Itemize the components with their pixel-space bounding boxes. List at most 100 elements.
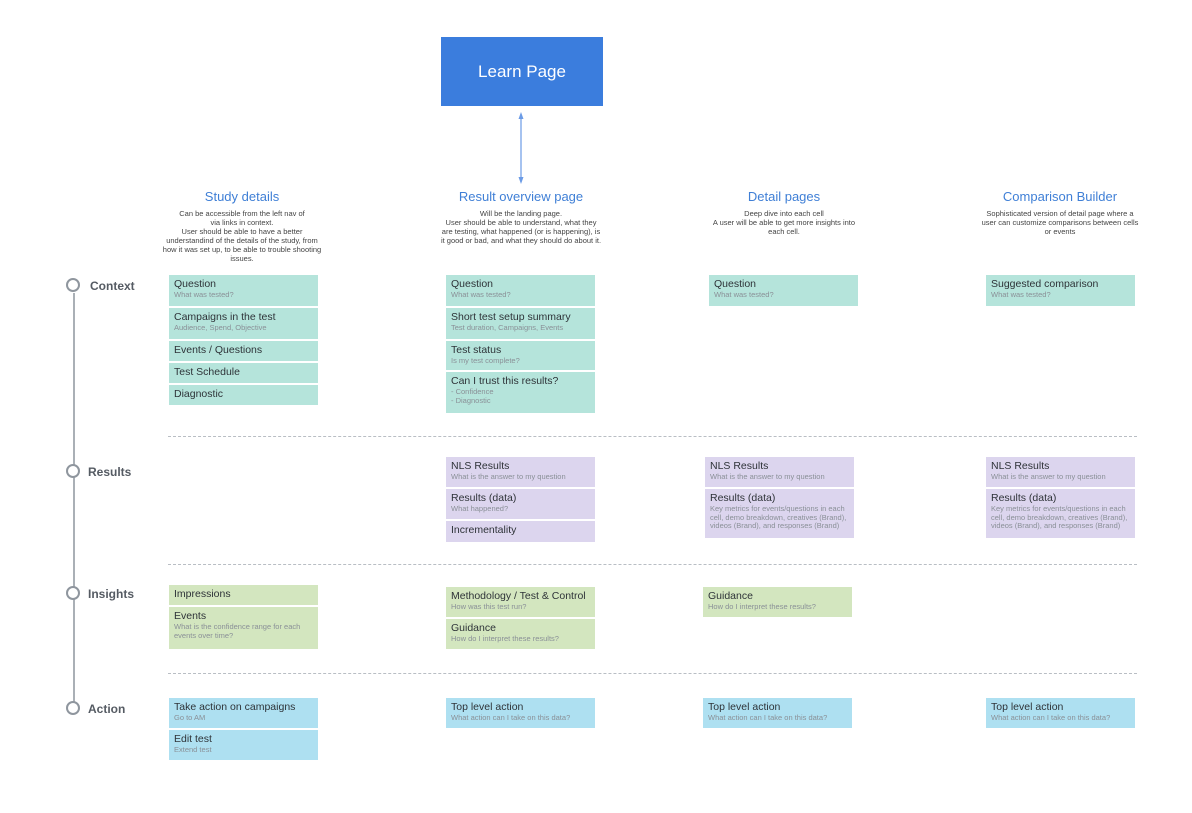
card-results-data: Results (data) Key metrics for events/qu… (705, 489, 854, 538)
card-subtitle: How do I interpret these results? (708, 602, 816, 611)
card-nls-results: NLS Results What is the answer to my que… (986, 457, 1135, 487)
card-subtitle: - Confidence - Diagnostic (451, 387, 494, 405)
card-top-level-action: Top level action What action can I take … (703, 698, 852, 728)
card-results-data: Results (data) Key metrics for events/qu… (986, 489, 1135, 538)
card-trust-results: Can I trust this results? - Confidence -… (446, 372, 595, 413)
card-campaigns-in-test: Campaigns in the test Audience, Spend, O… (169, 308, 318, 339)
card-subtitle: What happened? (451, 504, 509, 513)
card-subtitle: Key metrics for events/questions in each… (710, 504, 847, 530)
card-subtitle: What is the answer to my question (991, 472, 1106, 481)
card-subtitle: What was tested? (714, 290, 774, 299)
card-title: NLS Results (710, 460, 769, 472)
card-question: Question What was tested? (446, 275, 595, 306)
column-title-result-overview: Result overview page (458, 189, 584, 204)
learn-page-node: Learn Page (441, 37, 603, 106)
card-title: NLS Results (451, 460, 510, 472)
card-title: Top level action (451, 701, 524, 713)
timeline-line (73, 293, 75, 708)
card-subtitle: What is the answer to my question (710, 472, 825, 481)
card-short-test-setup: Short test setup summary Test duration, … (446, 308, 595, 339)
card-subtitle: What was tested? (174, 290, 234, 299)
card-subtitle: What action can I take on this data? (708, 713, 828, 722)
card-nls-results: NLS Results What is the answer to my que… (446, 457, 595, 487)
card-title: Edit test (174, 733, 212, 745)
bidirectional-arrow-icon (518, 112, 524, 184)
card-title: Guidance (708, 590, 753, 602)
card-title: Question (714, 278, 757, 290)
card-subtitle: What action can I take on this data? (991, 713, 1111, 722)
row-label-action: Action (88, 702, 126, 716)
card-top-level-action: Top level action What action can I take … (986, 698, 1135, 728)
card-subtitle: What was tested? (991, 290, 1051, 299)
card-subtitle: Go to AM (174, 713, 206, 722)
column-desc-result-overview: Will be the landing page. User should be… (440, 209, 602, 245)
card-subtitle: Key metrics for events/questions in each… (991, 504, 1128, 530)
card-edit-test: Edit test Extend test (169, 730, 318, 760)
row-marker-circle-icon (66, 701, 80, 715)
card-events-questions: Events / Questions (169, 341, 318, 361)
row-marker-circle-icon (66, 464, 80, 478)
row-divider (168, 436, 1137, 437)
card-title: Test Schedule (174, 366, 240, 378)
row-divider (168, 564, 1137, 565)
card-guidance: Guidance How do I interpret these result… (703, 587, 852, 617)
card-subtitle: What is the answer to my question (451, 472, 566, 481)
card-subtitle: What action can I take on this data? (451, 713, 571, 722)
card-title: Question (451, 278, 494, 290)
column-desc-study-details: Can be accessible from the left nav of v… (162, 209, 322, 263)
card-take-action-campaigns: Take action on campaigns Go to AM (169, 698, 318, 728)
card-title: Incrementality (451, 524, 517, 536)
card-diagnostic: Diagnostic (169, 385, 318, 405)
card-guidance: Guidance How do I interpret these result… (446, 619, 595, 649)
card-title: Suggested comparison (991, 278, 1099, 290)
card-incrementality: Incrementality (446, 521, 595, 542)
card-title: Short test setup summary (451, 311, 571, 323)
card-question: Question What was tested? (709, 275, 858, 306)
row-label-results: Results (88, 465, 132, 479)
card-subtitle: What was tested? (451, 290, 511, 299)
card-title: Can I trust this results? (451, 375, 559, 387)
card-subtitle: How was this test run? (451, 602, 527, 611)
row-label-insights: Insights (88, 587, 135, 601)
card-top-level-action: Top level action What action can I take … (446, 698, 595, 728)
card-title: Take action on campaigns (174, 701, 296, 713)
card-title: Diagnostic (174, 388, 224, 400)
card-title: Methodology / Test & Control (451, 590, 586, 602)
column-title-study-details: Study details (204, 189, 280, 204)
card-methodology: Methodology / Test & Control How was thi… (446, 587, 595, 617)
card-events: Events What is the confidence range for … (169, 607, 318, 649)
column-title-comparison-builder: Comparison Builder (1002, 189, 1118, 204)
row-marker-circle-icon (66, 278, 80, 292)
card-subtitle: Audience, Spend, Objective (174, 323, 267, 332)
card-title: Test status (451, 344, 502, 356)
card-title: Results (data) (451, 492, 517, 504)
row-label-context: Context (90, 279, 135, 293)
card-title: Events / Questions (174, 344, 263, 356)
card-title: Results (data) (710, 492, 776, 504)
card-title: NLS Results (991, 460, 1050, 472)
row-marker-circle-icon (66, 586, 80, 600)
card-test-status: Test status Is my test complete? (446, 341, 595, 370)
card-title: Campaigns in the test (174, 311, 276, 323)
card-title: Question (174, 278, 217, 290)
card-subtitle: Test duration, Campaigns, Events (451, 323, 564, 332)
row-divider (168, 673, 1137, 674)
card-impressions: Impressions (169, 585, 318, 605)
card-title: Top level action (991, 701, 1064, 713)
card-test-schedule: Test Schedule (169, 363, 318, 383)
card-suggested-comparison: Suggested comparison What was tested? (986, 275, 1135, 306)
card-subtitle: What is the confidence range for each ev… (174, 622, 301, 640)
card-subtitle: How do I interpret these results? (451, 634, 559, 643)
column-title-detail-pages: Detail pages (747, 189, 821, 204)
card-title: Events (174, 610, 207, 622)
card-nls-results: NLS Results What is the answer to my que… (705, 457, 854, 487)
card-title: Results (data) (991, 492, 1057, 504)
column-desc-comparison-builder: Sophisticated version of detail page whe… (981, 209, 1139, 236)
card-title: Guidance (451, 622, 496, 634)
column-desc-detail-pages: Deep dive into each cell A user will be … (712, 209, 856, 236)
card-subtitle: Extend test (174, 745, 212, 754)
card-title: Impressions (174, 588, 231, 600)
card-title: Top level action (708, 701, 781, 713)
card-question: Question What was tested? (169, 275, 318, 306)
card-results-data: Results (data) What happened? (446, 489, 595, 519)
